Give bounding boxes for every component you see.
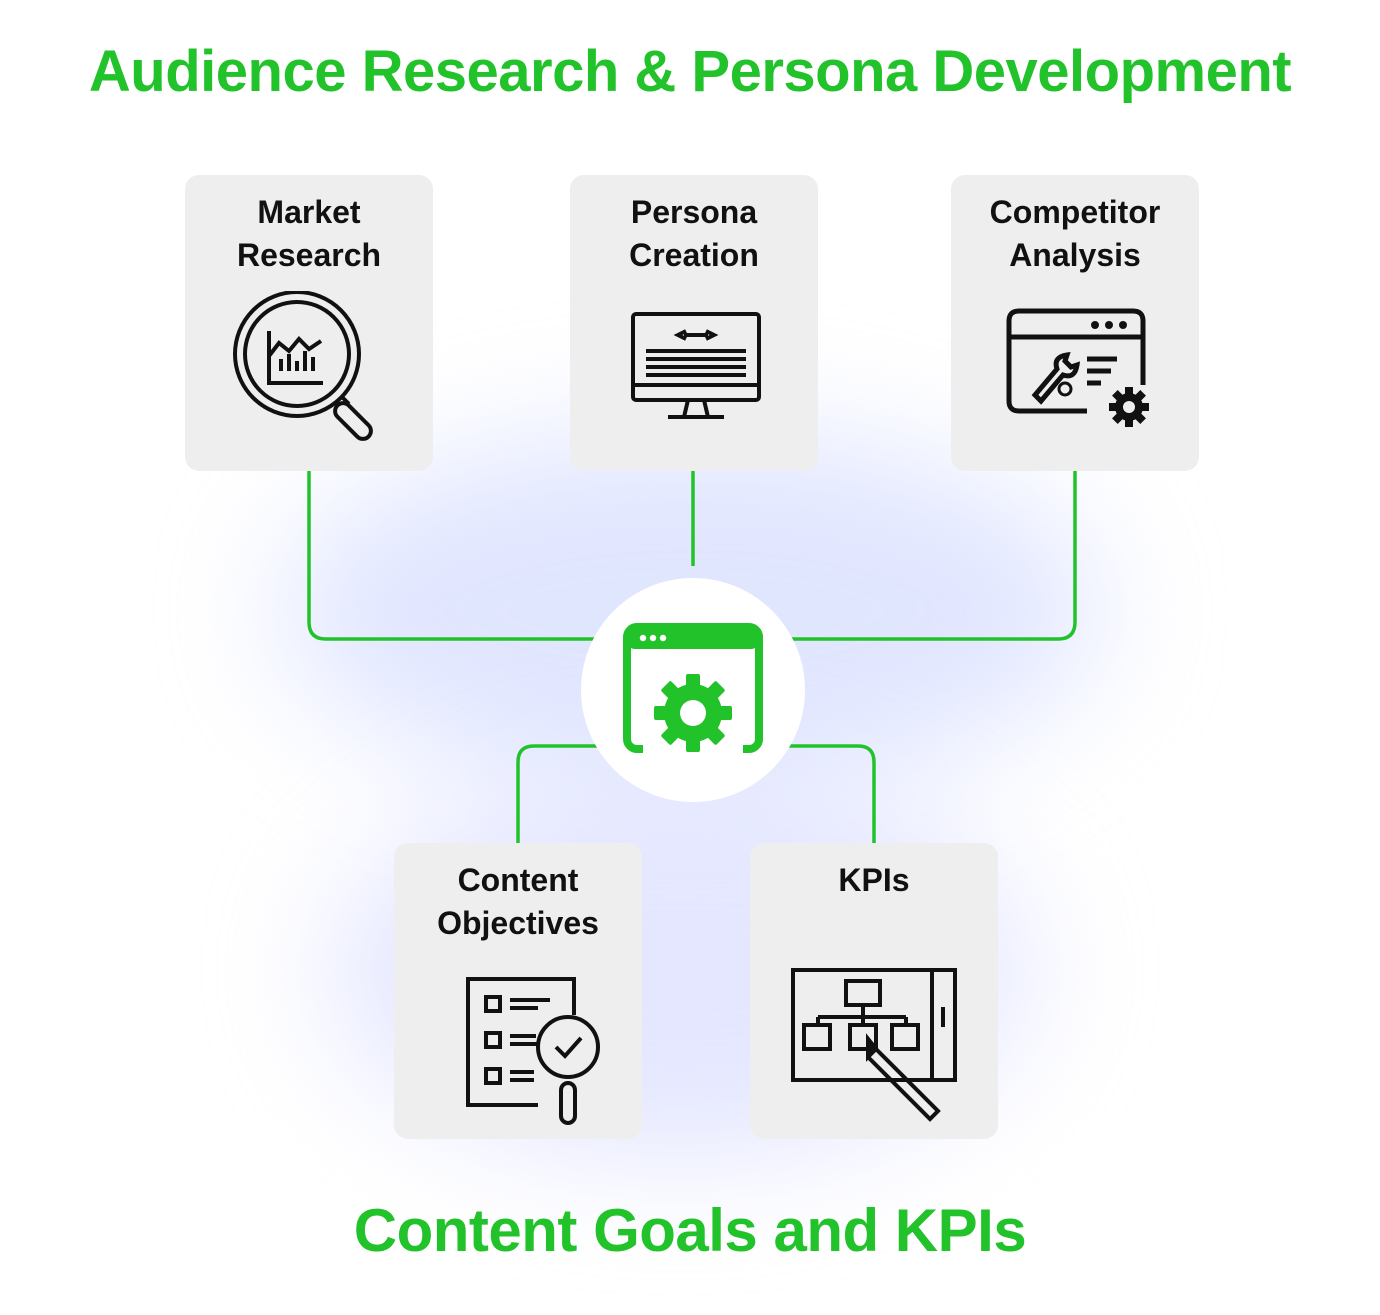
diagram-subtitle: Content Goals and KPIs [353, 1197, 1027, 1264]
card-label: Content Objectives [437, 862, 599, 941]
browser-gear-icon [623, 623, 763, 753]
card-label: Competitor Analysis [989, 194, 1161, 273]
magnifier-chart-icon [233, 291, 373, 441]
card-label: Persona Creation [629, 194, 759, 273]
central-hub [581, 578, 805, 802]
connector-market-research [307, 471, 600, 641]
diagram-title: Audience Research & Persona Development [88, 39, 1292, 104]
card-label: Market Research [236, 194, 382, 273]
connector-competitor-analysis [788, 471, 1077, 641]
card-persona-creation: Persona Creation [570, 175, 818, 471]
card-kpis: KPIs [750, 843, 998, 1139]
browser-tools-icon [1006, 308, 1149, 427]
connector-kpis [788, 744, 876, 843]
sitemap-pencil-icon [791, 968, 957, 1122]
monitor-code-icon [631, 312, 761, 419]
checklist-search-icon [466, 977, 600, 1125]
card-content-objectives: Content Objectives [394, 843, 642, 1139]
connector-content-objectives [516, 744, 600, 843]
card-market-research: Market Research [185, 175, 433, 471]
card-label: KPIs [838, 862, 910, 898]
card-competitor-analysis: Competitor Analysis [951, 175, 1199, 471]
